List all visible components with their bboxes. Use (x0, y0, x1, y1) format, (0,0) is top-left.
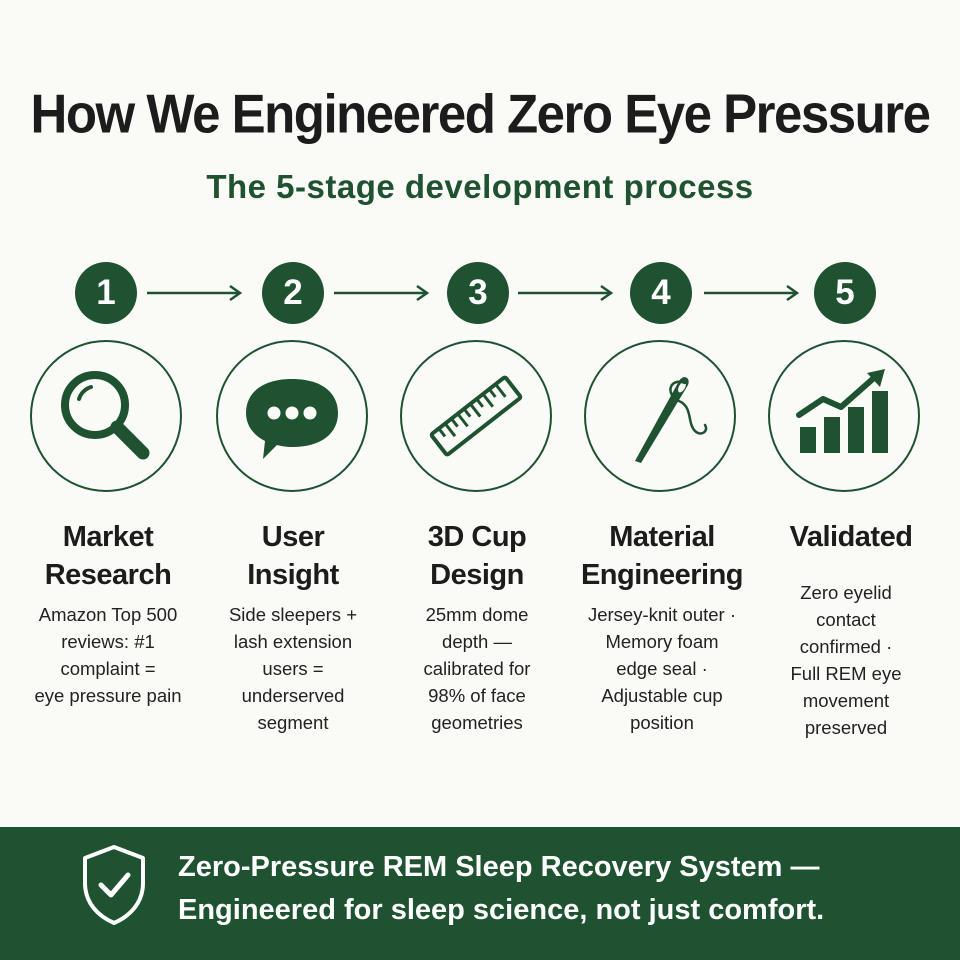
stage-description-4: Jersey-knit outer · Memory foam edge sea… (587, 604, 737, 733)
step-number-5: 5 (814, 262, 876, 324)
arrow-right-icon (518, 284, 614, 302)
stage-description-5: Zero eyelid contact confirmed · Full REM… (790, 582, 902, 738)
stage-icon-circle-5 (768, 340, 920, 492)
banner-text: Zero-Pressure REM Sleep Recovery System … (178, 846, 938, 932)
growth-chart-icon (796, 369, 888, 453)
stage-description-1: Amazon Top 500 reviews: #1 complaint = e… (34, 604, 182, 706)
footer-banner (0, 827, 960, 960)
needle-thread-icon (635, 377, 708, 463)
stage-icon-circle-1 (30, 340, 182, 492)
arrow-right-icon (704, 284, 800, 302)
banner-line-1: Zero-Pressure REM Sleep Recovery System … (178, 851, 820, 883)
banner-line-2: Engineered for sleep science, not just c… (178, 894, 825, 926)
arrow-right-icon (334, 284, 430, 302)
arrow-right-icon (147, 284, 243, 302)
step-number-2: 2 (262, 262, 324, 324)
magnifier-icon (61, 371, 150, 460)
stage-description-2: Side sleepers + lash extension users = u… (228, 604, 358, 733)
stage-icon-circle-4 (584, 340, 736, 492)
stage-icon-circle-2 (216, 340, 368, 492)
stage-icon-circle-3 (400, 340, 552, 492)
stage-description-3: 25mm dome depth — calibrated for 98% of … (423, 604, 531, 733)
step-number-4: 4 (630, 262, 692, 324)
stage-title-5: Validated (789, 521, 913, 553)
step-number-3: 3 (447, 262, 509, 324)
shield-check-icon (83, 845, 145, 925)
speech-bubble-icon (246, 379, 338, 459)
step-number-1: 1 (75, 262, 137, 324)
page-title: How We Engineered Zero Eye Pressure (30, 82, 931, 145)
ruler-icon (429, 375, 523, 457)
page-subtitle: The 5-stage development process (206, 168, 754, 205)
